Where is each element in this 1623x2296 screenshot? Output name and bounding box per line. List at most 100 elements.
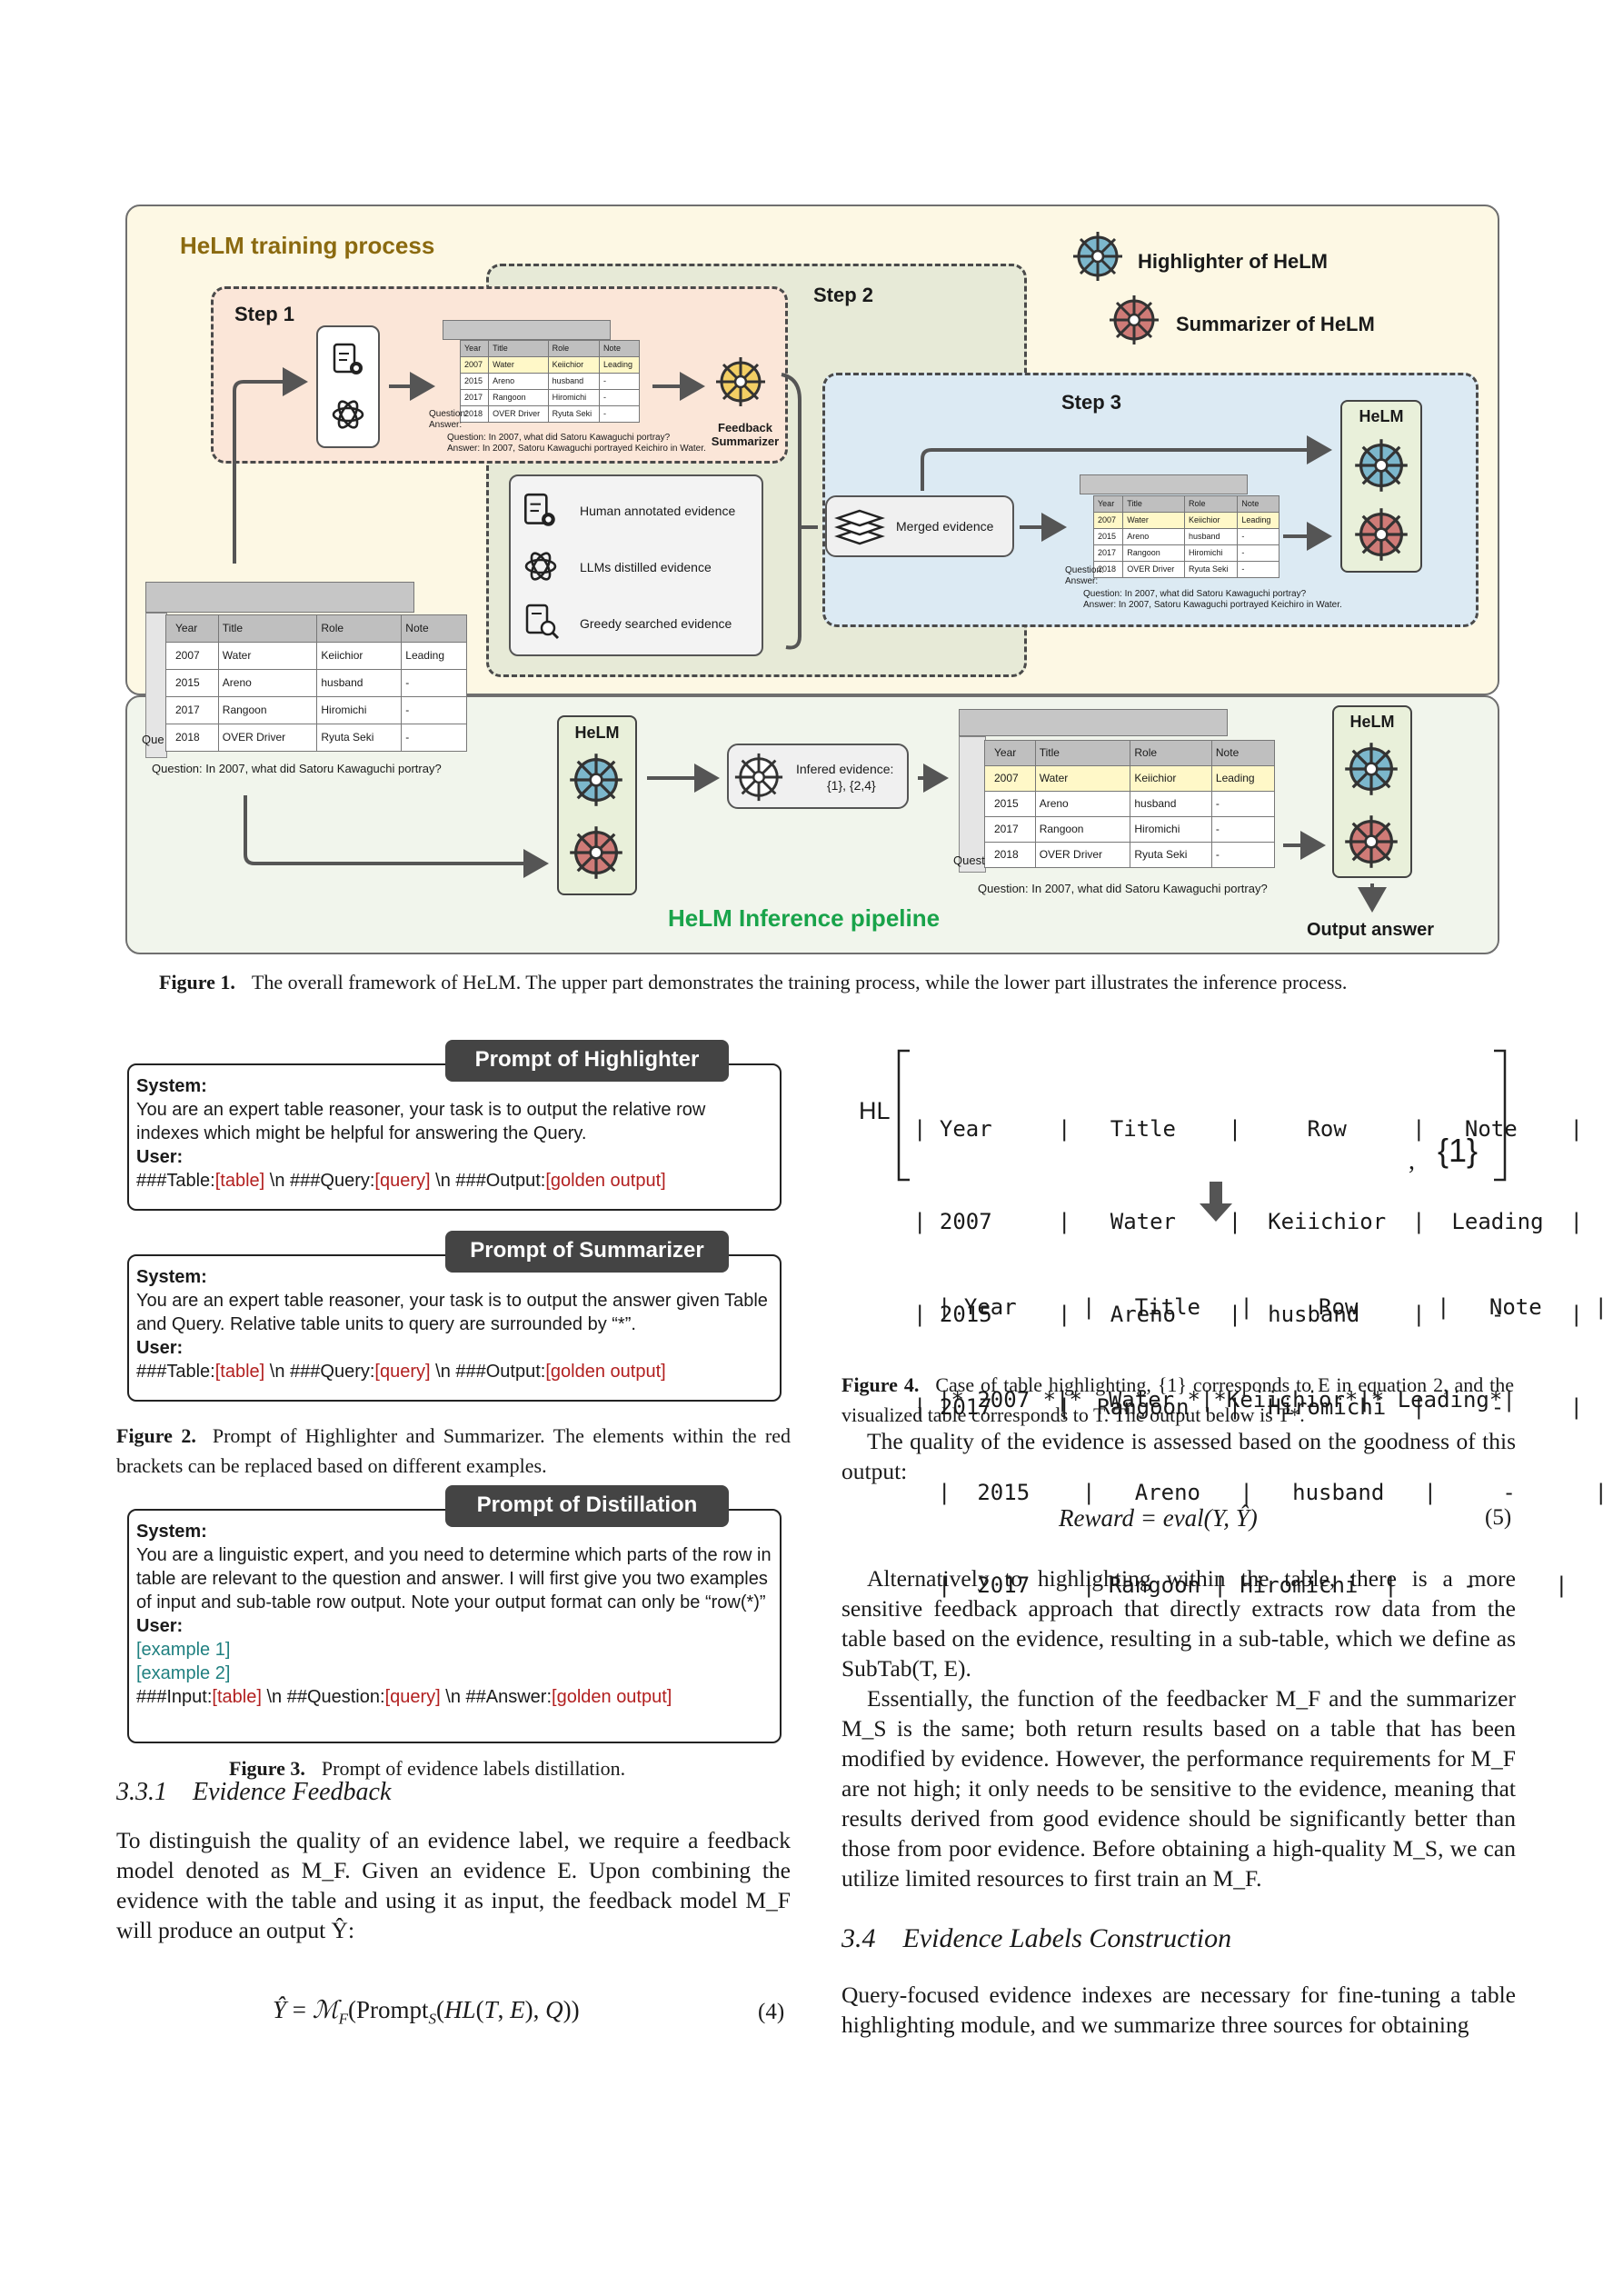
evidence-source-human: Human annotated evidence — [580, 504, 736, 518]
output-helm-label: HeLM — [1349, 713, 1395, 731]
td: - — [1237, 561, 1279, 578]
left-bracket — [897, 1049, 910, 1182]
td: - — [401, 669, 467, 697]
td: Keiichior — [1184, 512, 1239, 529]
figure3-caption: Figure 3.Prompt of evidence labels disti… — [229, 1753, 792, 1783]
th: Title — [217, 614, 318, 643]
th: Note — [1237, 495, 1279, 513]
figure3-caption-text: Prompt of evidence labels distillation. — [321, 1757, 626, 1780]
prompt-distillation-system-label: System: — [136, 1522, 207, 1542]
td: Ryuta Seki — [1130, 842, 1212, 868]
text: ###Input: — [136, 1687, 213, 1707]
step1-label: Step 1 — [234, 303, 295, 325]
step1-table-top — [443, 320, 611, 340]
text: \n ###Output: — [430, 1171, 546, 1191]
legend-summarizer: Summarizer of HeLM — [1176, 313, 1375, 335]
td: 2017 — [165, 696, 219, 724]
feedback-summarizer-label: Feedback Summarizer — [711, 421, 780, 448]
th: Title — [488, 340, 549, 357]
inference-title: HeLM Inference pipeline — [668, 904, 941, 932]
hl-matrix-row: | 2015 | Areno | husband | - | — [913, 1302, 1583, 1327]
td: OVER Driver — [488, 405, 549, 423]
prompt-distillation-system: You are a linguistic expert, and you nee… — [136, 1545, 772, 1612]
prompt-distillation-box: System: You are a linguistic expert, and… — [127, 1509, 782, 1743]
equation-4-number: (4) — [758, 2000, 785, 2024]
equation-4: Ŷ = ℳF(PromptS(HL(T, E), Q)) — [273, 1996, 580, 2028]
placeholder-output: [golden output] — [545, 1171, 666, 1191]
td: Keiichior — [1130, 765, 1212, 792]
text: \n ###Query: — [264, 1171, 375, 1191]
td: Ryuta Seki — [547, 405, 600, 423]
output-matrix-row: | Year | Title | Row | Note | — [938, 1294, 1608, 1320]
placeholder-query: [query] — [374, 1171, 431, 1191]
figure1-caption-label: Figure 1. — [159, 971, 235, 993]
section-331-number: 3.3.1 — [116, 1778, 167, 1806]
th: Role — [316, 614, 403, 643]
output-matrix-row: | 2015 | Areno | husband | - | — [938, 1480, 1608, 1505]
step3-helm-label: HeLM — [1359, 407, 1404, 425]
prompt-summarizer-user-line: ###Table:[table] \n ###Query:[query] \n … — [136, 1360, 772, 1383]
step3-question-prefix: Question: — [1065, 565, 1104, 575]
summarizer-legend-wheel-icon — [1110, 295, 1159, 344]
td: 2018 — [1092, 561, 1124, 578]
prompt-distillation-example1: [example 1] — [136, 1640, 231, 1660]
figure2-label: Figure 2. — [116, 1424, 196, 1447]
td: OVER Driver — [217, 724, 318, 752]
placeholder-table: [table] — [214, 1171, 265, 1191]
th: Note — [401, 614, 467, 643]
inference-helm-label: HeLM — [574, 724, 620, 742]
hl-comma: , — [1409, 1147, 1415, 1175]
output-matrix-row: | 2017 | Rangoon | Hiromichi | - | — [938, 1572, 1568, 1598]
right-para-3: Essentially, the function of the feedbac… — [841, 1685, 1516, 1892]
placeholder-table: [table] — [212, 1687, 262, 1707]
td: - — [598, 405, 641, 423]
inference-table-shadow — [959, 736, 986, 873]
td: Ryuta Seki — [1184, 561, 1239, 578]
text: \n ##Question: — [261, 1687, 385, 1707]
step1-answer-prefix: Answer: — [429, 420, 463, 430]
hl-matrix-row: | Year | Title | Row | Note | — [913, 1116, 1583, 1142]
greedy-search-icon — [525, 604, 560, 640]
step3-answer-prefix: Answer: — [1065, 576, 1099, 586]
text: ###Table: — [136, 1171, 215, 1191]
section-331-title: Evidence Feedback — [193, 1778, 392, 1806]
inferred-evidence-box — [727, 744, 909, 809]
inference-question-truncated: Quest — [953, 854, 985, 867]
prompt-summarizer-user-label: User: — [136, 1338, 184, 1358]
hl-matrix-row: | 2017 | Rangoon | Hiromichi | - | — [913, 1394, 1583, 1420]
td: Leading — [1210, 765, 1276, 792]
figure1-arrows — [233, 367, 1387, 913]
step1-question-prefix: Question: — [429, 409, 468, 419]
th: Year — [459, 340, 490, 357]
step1-model-box — [316, 325, 380, 448]
td: Water — [488, 356, 549, 374]
prompt-summarizer-system-label: System: — [136, 1267, 207, 1287]
td: husband — [316, 669, 403, 697]
prompt-summarizer-box: System: You are an expert table reasoner… — [127, 1254, 782, 1402]
figure1-caption: Figure 1. The overall framework of HeLM. … — [159, 967, 1522, 997]
td: - — [1210, 842, 1276, 868]
th: Role — [1130, 740, 1212, 766]
section-34-title: Evidence Labels Construction — [902, 1923, 1232, 1953]
right-para-2: Alternatively to highlighting within the… — [841, 1565, 1516, 1682]
inference-summarizer-wheel-icon — [570, 826, 622, 879]
input-question-truncated: Que — [142, 733, 164, 746]
feedback-summarizer-wheel-icon — [716, 357, 765, 406]
figure1-caption-text: The overall framework of HeLM. The upper… — [251, 971, 1348, 993]
openai-logo-icon — [332, 400, 364, 429]
td: 2018 — [984, 842, 1036, 868]
text: \n ##Answer: — [440, 1687, 553, 1707]
td: Water — [1034, 765, 1131, 792]
text: ###Table: — [136, 1362, 215, 1382]
hl-matrix: | Year | Title | Row | Note | | 2007 | W… — [913, 1052, 1583, 1453]
step3-highlighter-wheel-icon — [1355, 439, 1408, 492]
figure4-caption-text: Case of table highlighting, {1} correspo… — [841, 1373, 1515, 1426]
legend-highlighter: Highlighter of HeLM — [1138, 250, 1328, 273]
output-matrix: | Year | Title | Row | Note | |* 2007 *|… — [938, 1230, 1608, 1632]
input-question: Question: In 2007, what did Satoru Kawag… — [152, 762, 442, 775]
prompt-highlighter-user-line: ###Table:[table] \n ###Query:[query] \n … — [136, 1169, 772, 1193]
th: Year — [165, 614, 219, 643]
inference-question: Question: In 2007, what did Satoru Kawag… — [978, 882, 1268, 895]
td: 2015 — [165, 669, 219, 697]
